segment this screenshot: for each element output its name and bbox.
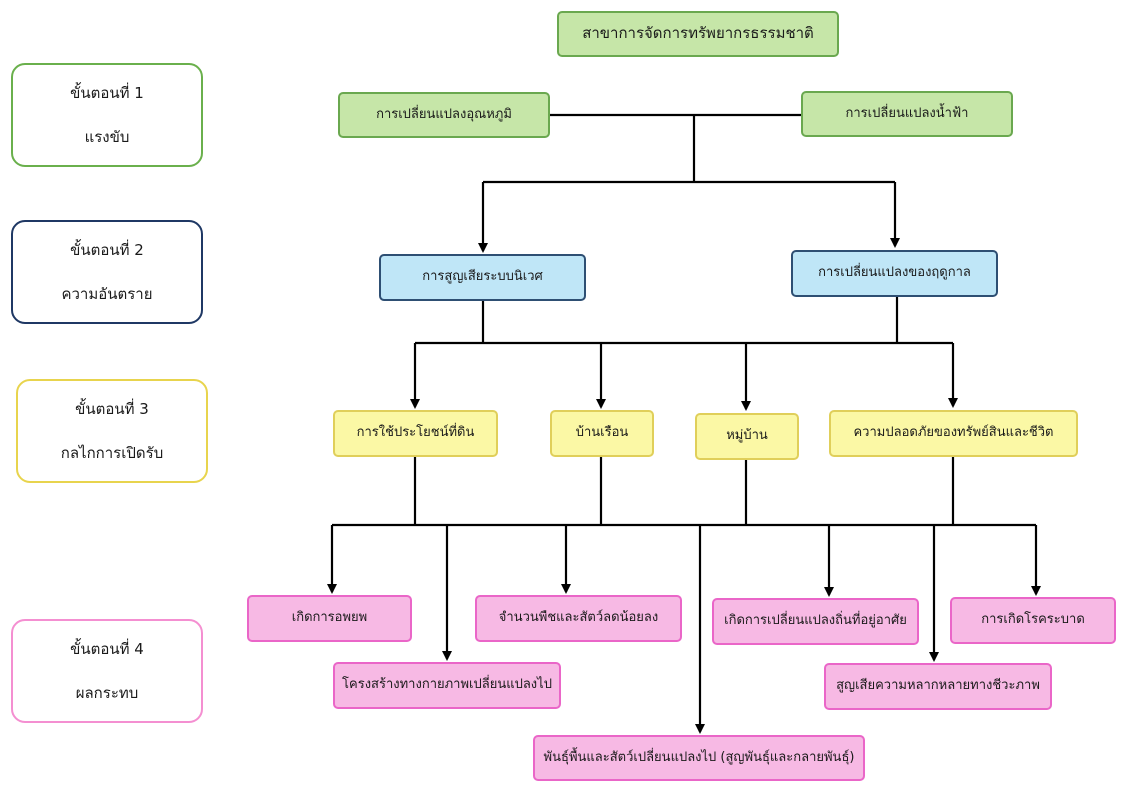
stage-3-title: ขั้นตอนที่ 3 bbox=[75, 400, 149, 418]
stage-2-card: ขั้นตอนที่ 2 ความอันตราย bbox=[11, 220, 203, 324]
node-population-decline: จำนวนพืชและสัตว์ลดน้อยลง bbox=[475, 595, 682, 642]
node-species-change: พันธุ์พื้นและสัตว์เปลี่ยนแปลงไป (สูญพันธ… bbox=[533, 735, 865, 781]
root-node: สาขาการจัดการทรัพยากรธรรมชาติ bbox=[557, 11, 839, 57]
node-land-use: การใช้ประโยชน์ที่ดิน bbox=[333, 410, 498, 457]
stage-2-title: ขั้นตอนที่ 2 bbox=[70, 241, 144, 259]
node-climate-change: การเปลี่ยนแปลงน้ำฟ้า bbox=[801, 91, 1013, 137]
stage-1-card: ขั้นตอนที่ 1 แรงขับ bbox=[11, 63, 203, 167]
stage-4-card: ขั้นตอนที่ 4 ผลกระทบ bbox=[11, 619, 203, 723]
stage-1-title: ขั้นตอนที่ 1 bbox=[70, 84, 144, 102]
stage-4-title: ขั้นตอนที่ 4 bbox=[70, 640, 144, 658]
stage-4-name: ผลกระทบ bbox=[75, 684, 139, 702]
stage-3-name: กลไกการเปิดรับ bbox=[60, 444, 164, 462]
stage-1-name: แรงขับ bbox=[84, 128, 130, 146]
node-epidemic: การเกิดโรคระบาด bbox=[950, 597, 1116, 644]
node-village: หมู่บ้าน bbox=[695, 413, 799, 460]
node-safety: ความปลอดภัยของทรัพย์สินและชีวิต bbox=[829, 410, 1078, 457]
node-temperature-change: การเปลี่ยนแปลงอุณหภูมิ bbox=[338, 92, 550, 138]
node-migration: เกิดการอพยพ bbox=[247, 595, 412, 642]
node-physical-structure: โครงสร้างทางกายภาพเปลี่ยนแปลงไป bbox=[333, 662, 561, 709]
stage-3-card: ขั้นตอนที่ 3 กลไกการเปิดรับ bbox=[16, 379, 208, 483]
node-houses: บ้านเรือน bbox=[550, 410, 654, 457]
node-biodiversity-loss: สูญเสียความหลากหลายทางชีวะภาพ bbox=[824, 663, 1052, 710]
node-ecosystem-loss: การสูญเสียระบบนิเวศ bbox=[379, 254, 586, 301]
node-season-change: การเปลี่ยนแปลงของฤดูกาล bbox=[791, 250, 998, 297]
node-habitat-change: เกิดการเปลี่ยนแปลงถิ่นที่อยู่อาศัย bbox=[712, 598, 919, 645]
stage-2-name: ความอันตราย bbox=[61, 285, 153, 303]
